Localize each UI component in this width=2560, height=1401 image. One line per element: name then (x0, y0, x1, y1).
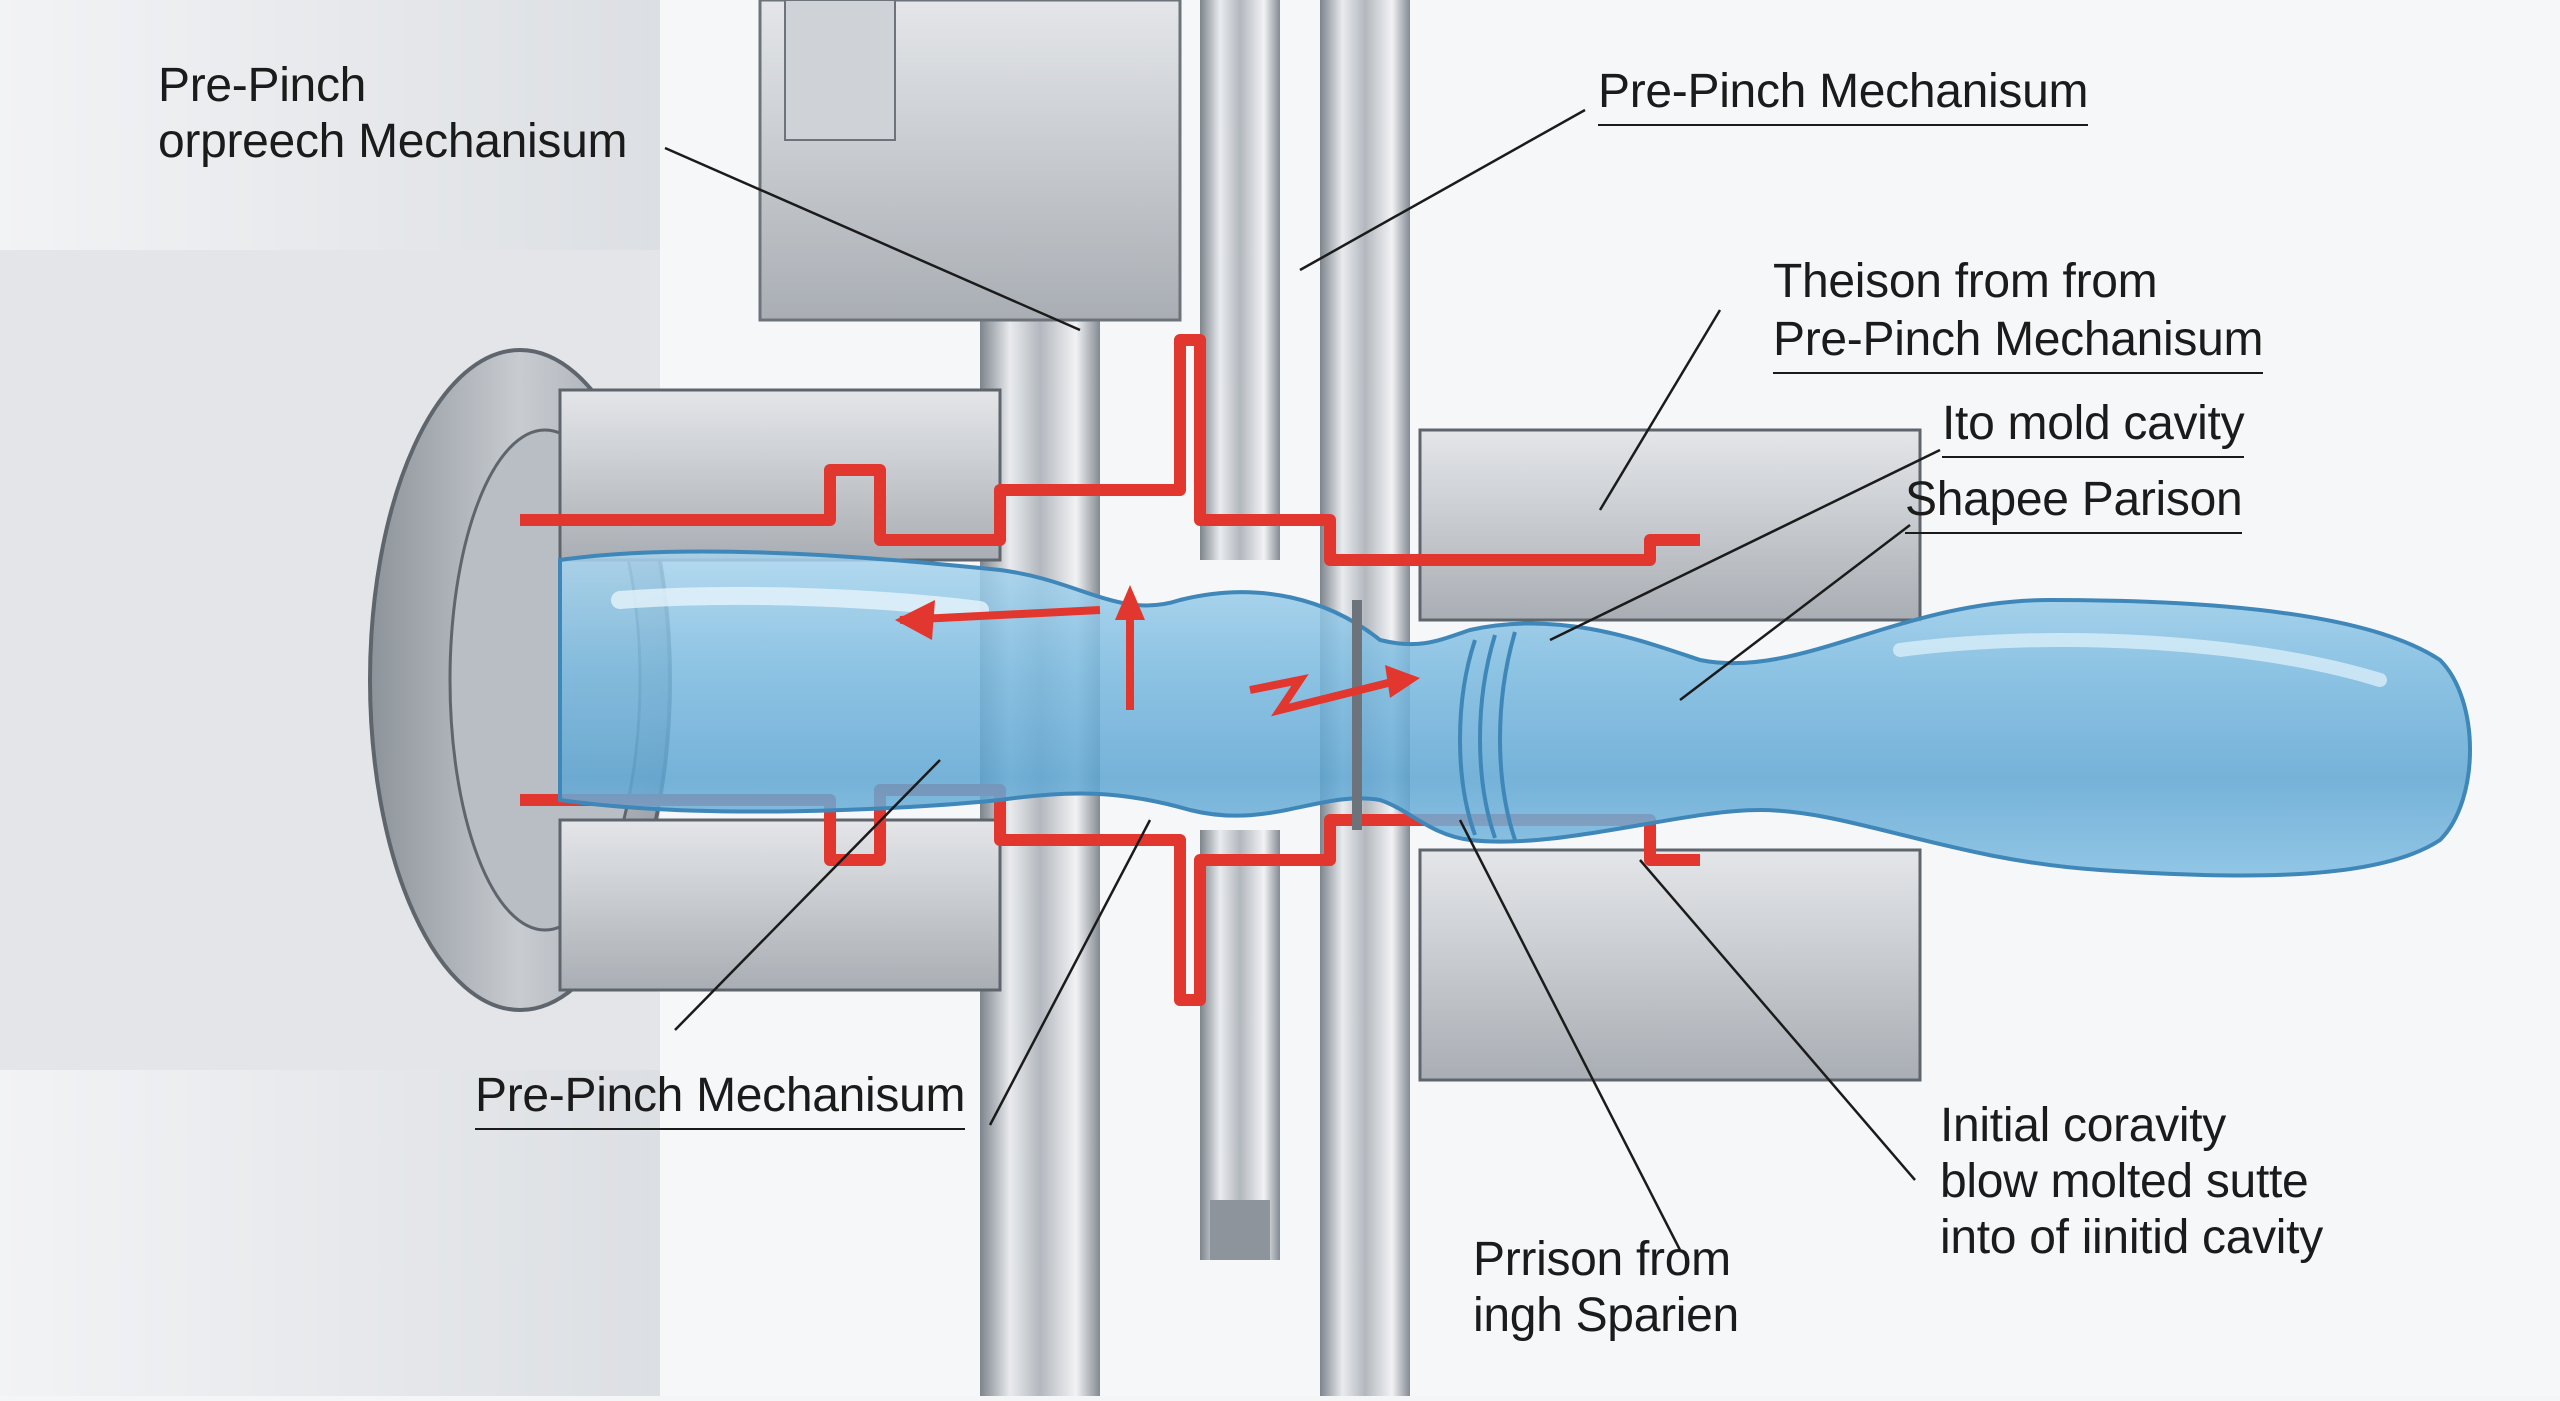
flow-arrow-left (895, 600, 935, 640)
label-pre-pinch-top-left: Pre-Pinch orpreech Mechanisum (158, 58, 628, 170)
parison-bottle (558, 549, 2472, 878)
label-line: ingh Sparien (1473, 1289, 1739, 1342)
pinch-pin (1352, 600, 1362, 830)
label-mold-cavity: Ito mold cavity (1942, 396, 2245, 458)
label-line: orpreech Mechanisum (158, 115, 628, 168)
leader-lines (664, 108, 1941, 1251)
label-line: Pre-Pinch (158, 59, 367, 112)
label-theison-line2: Pre-Pinch Mechanisum (1773, 312, 2264, 374)
label-line: blow molted sutte (1940, 1155, 2309, 1208)
flow-arrow-up (1115, 585, 1145, 620)
label-line: Prrison from (1473, 1233, 1731, 1286)
label-line: into of iinitid cavity (1940, 1211, 2323, 1264)
label-prrison: Prrison from ingh Sparien (1473, 1232, 1739, 1344)
label-pre-pinch-bottom: Pre-Pinch Mechanisum (475, 1068, 966, 1130)
label-line: Initial coravity (1940, 1099, 2226, 1152)
label-theison: Theison from from (1773, 255, 2158, 308)
label-shapee-parison: Shapee Parison (1905, 472, 2243, 534)
mold-half-upper (1418, 428, 1922, 622)
flow-arrow-right (1385, 665, 1420, 698)
seal-line-upper (520, 334, 1700, 566)
label-pre-pinch-top-right: Pre-Pinch Mechanisum (1598, 64, 2089, 126)
label-initial-cavity: Initial coravity blow molted sutte into … (1940, 1098, 2323, 1266)
mold-half-lower (1418, 848, 1922, 1082)
